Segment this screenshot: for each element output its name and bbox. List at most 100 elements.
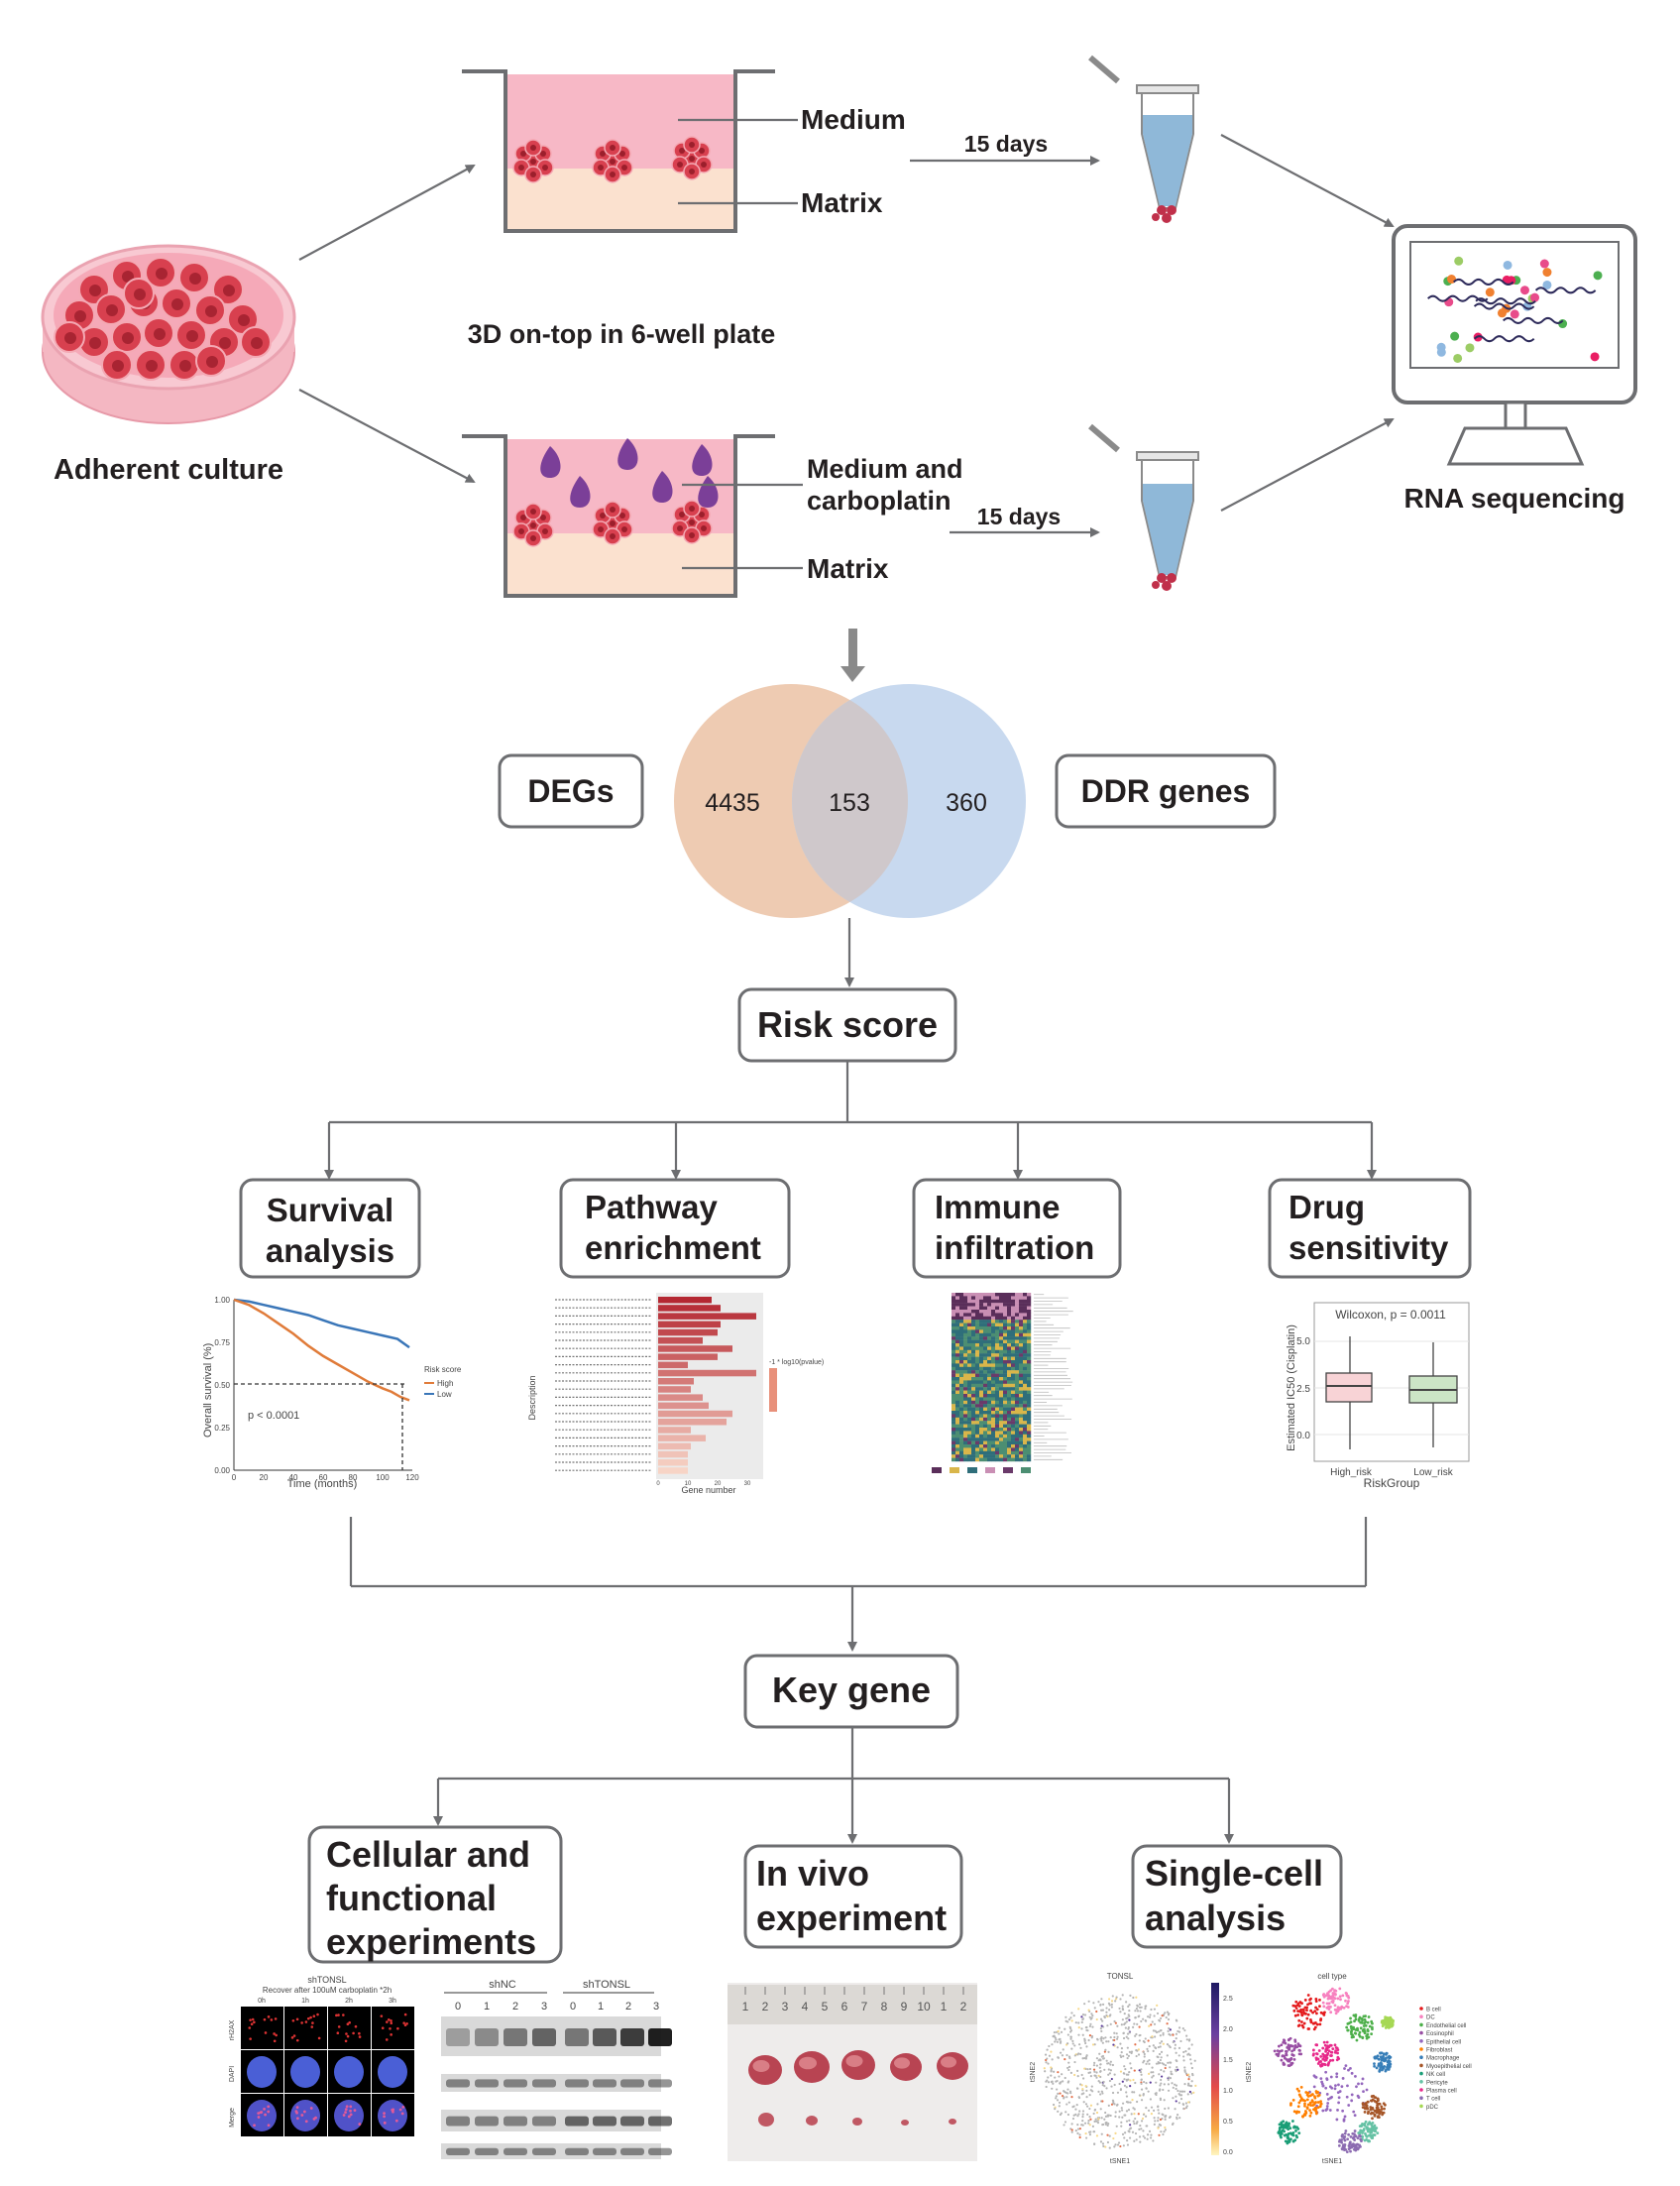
- drug-boxplot: Wilcoxon, p = 0.0011 Estimated IC50 (Cis…: [1286, 1302, 1470, 1490]
- immunofluorescence-panel: shTONSL Recover after 100uM carboplatin …: [229, 1975, 414, 2136]
- arrow-to-top-well: [298, 165, 476, 261]
- svg-text:1: 1: [742, 2000, 749, 2013]
- drug-plot-title: Wilcoxon, p = 0.0011: [1335, 1308, 1446, 1322]
- svg-text:0.5: 0.5: [1223, 2119, 1233, 2126]
- svg-text:tSNE2: tSNE2: [1030, 2062, 1037, 2082]
- survival-xlabel: Time (months): [287, 1478, 358, 1490]
- svg-text:6: 6: [841, 2000, 848, 2013]
- svg-text:TONSL: TONSL: [1107, 1972, 1134, 1981]
- svg-text:DC: DC: [1426, 2015, 1435, 2021]
- svg-text:NK cell: NK cell: [1426, 2072, 1445, 2078]
- svg-text:3: 3: [653, 2001, 659, 2013]
- svg-text:tSNE1: tSNE1: [1110, 2158, 1130, 2165]
- immune-line1: Immune: [935, 1189, 1061, 1225]
- svg-text:High_risk: High_risk: [1330, 1467, 1373, 1478]
- svg-text:DAPI: DAPI: [229, 2066, 236, 2082]
- svg-text:shTONSL: shTONSL: [583, 1979, 630, 1991]
- svg-text:0.0: 0.0: [1296, 1431, 1310, 1441]
- svg-text:8: 8: [881, 2000, 888, 2013]
- svg-text:tSNE1: tSNE1: [1322, 2158, 1342, 2165]
- svg-text:1.00: 1.00: [214, 1296, 230, 1305]
- survival-pvalue: p < 0.0001: [248, 1410, 299, 1422]
- svg-text:T cell: T cell: [1426, 2097, 1440, 2103]
- svg-text:shNC: shNC: [489, 1979, 516, 1991]
- invivo-line2: experiment: [756, 1898, 947, 1938]
- ddr-genes-box: [1055, 753, 1277, 829]
- drug-xlabel: RiskGroup: [1364, 1476, 1420, 1490]
- svg-text:0.00: 0.00: [214, 1466, 230, 1475]
- venn-diagram: [674, 684, 1026, 918]
- immune-line2: infiltration: [935, 1229, 1094, 1266]
- svg-text:B cell: B cell: [1426, 2008, 1441, 2013]
- svg-text:Myoepithelial cell: Myoepithelial cell: [1426, 2064, 1472, 2070]
- drug-ylabel: Estimated IC50 (Cisplatin): [1286, 1324, 1297, 1451]
- tube-top: [1088, 55, 1199, 223]
- singlecell-line1: Single-cell: [1145, 1853, 1323, 1894]
- survival-line1: Survival: [267, 1192, 393, 1228]
- ddr-genes-label: DDR genes: [1081, 773, 1251, 809]
- svg-text:1.5: 1.5: [1223, 2057, 1233, 2064]
- svg-text:7: 7: [861, 2000, 868, 2013]
- top-well: [462, 69, 775, 233]
- adherent-culture-label: Adherent culture: [54, 454, 283, 486]
- bottom-medium-label-1: Medium and: [807, 454, 963, 484]
- svg-text:1.0: 1.0: [1223, 2088, 1233, 2095]
- svg-text:0: 0: [232, 1473, 237, 1482]
- key-gene-label: Key gene: [772, 1669, 931, 1710]
- svg-text:pDC: pDC: [1426, 2105, 1439, 2111]
- tube-bottom: [1088, 423, 1199, 591]
- svg-text:0.75: 0.75: [214, 1338, 230, 1347]
- svg-text:Endothelial cell: Endothelial cell: [1426, 2023, 1466, 2029]
- tsne-tonsl-plot: TONSL tSNE1 tSNE2 2.52.01.51.00.50.0: [1030, 1972, 1243, 2165]
- immune-heatmap: [932, 1293, 1073, 1473]
- bottom-matrix-label: Matrix: [807, 553, 889, 584]
- cellular-line2: functional: [326, 1878, 497, 1918]
- svg-text:3h: 3h: [389, 1998, 396, 2005]
- survival-legend-low: Low: [437, 1390, 452, 1399]
- svg-text:1h: 1h: [301, 1998, 309, 2005]
- survival-analysis-box: [239, 1178, 421, 1279]
- svg-text:0.0: 0.0: [1223, 2149, 1233, 2156]
- svg-text:10: 10: [685, 1481, 692, 1487]
- arrow-to-bottom-well: [298, 389, 476, 483]
- bottom-medium-label-2: carboplatin: [807, 486, 952, 516]
- degs-box: [498, 753, 644, 829]
- svg-text:0: 0: [656, 1481, 660, 1487]
- svg-text:10: 10: [917, 2000, 931, 2013]
- svg-text:3: 3: [541, 2001, 547, 2013]
- svg-text:Fibroblast: Fibroblast: [1426, 2048, 1453, 2054]
- culture-dish: [41, 244, 296, 424]
- survival-legend-high: High: [437, 1379, 453, 1388]
- svg-text:0.25: 0.25: [214, 1424, 230, 1433]
- cellular-line3: experiments: [326, 1921, 536, 1962]
- bottom-duration-label: 15 days: [977, 504, 1061, 529]
- cellular-line1: Cellular and: [326, 1834, 530, 1875]
- risk-score-label: Risk score: [757, 1004, 938, 1045]
- svg-text:2.0: 2.0: [1223, 2026, 1233, 2033]
- risk-score-branches: [324, 1061, 1377, 1180]
- svg-text:Epithelial cell: Epithelial cell: [1426, 2039, 1461, 2045]
- svg-text:Recover after 100uM carboplati: Recover after 100uM carboplatin *2h: [263, 1986, 392, 1995]
- svg-text:60: 60: [319, 1473, 328, 1482]
- drug-sensitivity-box: [1268, 1178, 1472, 1279]
- svg-text:2: 2: [625, 2001, 631, 2013]
- top-duration-label: 15 days: [964, 131, 1048, 157]
- invivo-line1: In vivo: [756, 1853, 869, 1894]
- venn-right-count: 360: [946, 789, 987, 817]
- cellular-experiments-box: [307, 1825, 563, 1964]
- box-high-risk: [1325, 1372, 1373, 1403]
- venn-left-count: 4435: [705, 789, 760, 817]
- svg-text:Plasma cell: Plasma cell: [1426, 2089, 1457, 2095]
- svg-text:4: 4: [802, 2000, 809, 2013]
- top-medium-label: Medium: [801, 104, 906, 135]
- svg-text:tSNE2: tSNE2: [1246, 2062, 1253, 2082]
- svg-text:40: 40: [289, 1473, 298, 1482]
- singlecell-line2: analysis: [1145, 1898, 1286, 1938]
- top-matrix-label: Matrix: [801, 187, 883, 218]
- svg-text:5.0: 5.0: [1296, 1336, 1310, 1347]
- pathway-ylabel: Description: [527, 1375, 537, 1420]
- svg-text:cell type: cell type: [1317, 1972, 1347, 1981]
- svg-text:80: 80: [349, 1473, 358, 1482]
- rna-sequencing-label: RNA sequencing: [1404, 483, 1625, 514]
